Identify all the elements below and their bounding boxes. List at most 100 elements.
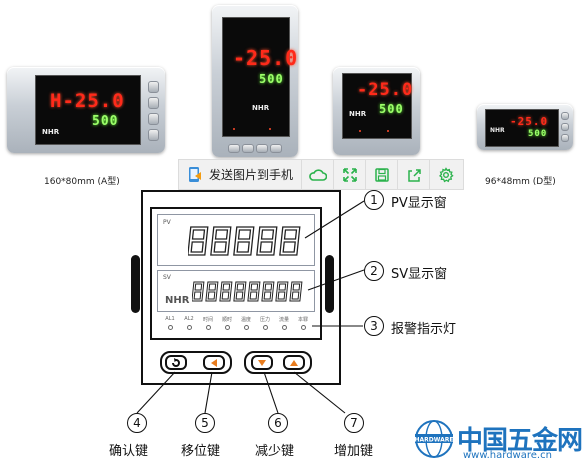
callout-number-3: 3 bbox=[364, 316, 384, 336]
panel-display-frame bbox=[150, 207, 322, 340]
meter-a-sv: 500 bbox=[92, 114, 119, 129]
meter-c-indicator bbox=[359, 130, 361, 132]
shift-key[interactable] bbox=[203, 355, 225, 370]
meter-b-indicator bbox=[233, 128, 235, 130]
settings-button[interactable] bbox=[430, 160, 461, 189]
alarm-indicator-light bbox=[282, 325, 287, 330]
meter-b-button bbox=[256, 144, 268, 153]
meter-b-pv: -25.0 bbox=[233, 46, 299, 70]
decrease-key[interactable] bbox=[251, 355, 273, 370]
confirm-icon bbox=[172, 357, 180, 367]
arrow-down-icon bbox=[258, 359, 266, 366]
meter-a-button bbox=[148, 129, 159, 141]
meter-d-caption: 96*48mm (D型) bbox=[485, 177, 556, 187]
meter-d-sv: 500 bbox=[528, 129, 548, 139]
svg-text:HARDWARE: HARDWARE bbox=[415, 437, 454, 444]
indicator-label: 流量 bbox=[278, 317, 289, 323]
save-icon bbox=[374, 167, 389, 182]
panel-left-grip bbox=[131, 255, 140, 313]
share-button[interactable] bbox=[398, 160, 431, 189]
indicator-label: AL1 bbox=[165, 316, 175, 322]
meter-a-button bbox=[148, 81, 159, 93]
indicator-label: 顺时 bbox=[221, 317, 232, 323]
send-to-phone-button[interactable]: 发送图片到手机 bbox=[179, 160, 303, 189]
meter-c-logo: NHR bbox=[349, 110, 367, 118]
callout-number-1: 1 bbox=[364, 190, 384, 210]
meter-d-pv: -25.0 bbox=[510, 115, 549, 128]
meter-d-screen: -25.0 500 NHR bbox=[485, 109, 559, 147]
arrow-up-icon bbox=[290, 359, 298, 366]
callout-increase-key: 增加键 bbox=[334, 444, 374, 459]
meter-b-image: -25.0 500 NHR bbox=[212, 5, 298, 157]
callout-alarm-lights: 报警指示灯 bbox=[391, 322, 457, 337]
meter-c-screen: -25.0 500 NHR bbox=[342, 73, 412, 139]
meter-a-pv: H-25.0 bbox=[50, 90, 125, 112]
pv-digits bbox=[188, 226, 301, 256]
meter-a-image: H-25.0 500 NHR bbox=[7, 67, 165, 153]
meter-c-image: -25.0 500 NHR bbox=[333, 67, 420, 155]
image-toolbar: 发送图片到手机 bbox=[178, 159, 464, 190]
callout-number-5: 5 bbox=[195, 413, 215, 433]
brand-url: www.hardware.cn bbox=[463, 450, 552, 461]
alarm-indicator-light bbox=[168, 325, 173, 330]
callout-number-7: 7 bbox=[344, 413, 364, 433]
sv-label: SV bbox=[163, 274, 171, 281]
meter-a-screen: H-25.0 500 NHR bbox=[35, 75, 141, 145]
cloud-button[interactable] bbox=[302, 160, 335, 189]
meter-b-logo: NHR bbox=[252, 104, 270, 112]
sv-display-window: SV NHR bbox=[157, 270, 315, 312]
save-button[interactable] bbox=[366, 160, 399, 189]
indicator-label: 温度 bbox=[240, 317, 251, 323]
meter-b-button bbox=[242, 144, 254, 153]
meter-a-button bbox=[148, 97, 159, 109]
send-to-phone-label: 发送图片到手机 bbox=[209, 168, 294, 182]
meter-d-button bbox=[561, 123, 569, 131]
callout-confirm-key: 确认键 bbox=[109, 444, 149, 459]
pv-label: PV bbox=[163, 219, 171, 226]
meter-b-indicator bbox=[269, 128, 271, 130]
sv-digits bbox=[192, 281, 303, 302]
alarm-indicator-light bbox=[244, 325, 249, 330]
panel-logo: NHR bbox=[165, 295, 190, 306]
callout-sv-window: SV显示窗 bbox=[391, 267, 448, 282]
meter-c-pv: -25.0 bbox=[357, 80, 414, 100]
meter-a-button bbox=[148, 113, 159, 125]
alarm-indicator-light bbox=[225, 325, 230, 330]
phone-send-icon bbox=[189, 166, 201, 182]
alarm-indicator-light bbox=[206, 325, 211, 330]
share-icon bbox=[407, 168, 421, 182]
meter-b-button bbox=[270, 144, 282, 153]
increase-key[interactable] bbox=[283, 355, 305, 370]
confirm-key[interactable] bbox=[165, 355, 187, 370]
settings-icon bbox=[438, 166, 454, 182]
callout-number-2: 2 bbox=[364, 261, 384, 281]
callout-decrease-key: 减少键 bbox=[255, 444, 295, 459]
meter-d-button bbox=[561, 112, 569, 120]
panel-right-grip bbox=[325, 255, 334, 313]
meter-c-sv: 500 bbox=[379, 102, 404, 116]
callout-number-6: 6 bbox=[268, 413, 288, 433]
pv-display-window: PV bbox=[157, 214, 315, 266]
meter-d-logo: NHR bbox=[490, 127, 505, 134]
alarm-indicator-light bbox=[301, 325, 306, 330]
expand-button[interactable] bbox=[334, 160, 367, 189]
indicator-label: 本罪 bbox=[297, 317, 308, 323]
meter-a-logo: NHR bbox=[42, 128, 60, 136]
cloud-icon bbox=[308, 168, 327, 181]
meter-b-button bbox=[228, 144, 240, 153]
alarm-indicator-light bbox=[263, 325, 268, 330]
hardware-globe-logo: HARDWARE bbox=[415, 420, 454, 458]
indicator-label: 压力 bbox=[259, 317, 270, 323]
expand-icon bbox=[342, 167, 357, 182]
meter-b-sv: 500 bbox=[259, 72, 284, 86]
meter-d-image: -25.0 500 NHR bbox=[477, 104, 573, 150]
meter-b-screen: -25.0 500 NHR bbox=[222, 17, 297, 137]
callout-number-4: 4 bbox=[127, 413, 147, 433]
meter-c-indicator bbox=[387, 130, 389, 132]
indicator-label: 时间 bbox=[202, 317, 213, 323]
callout-shift-key: 移位键 bbox=[181, 444, 221, 459]
callout-pv-window: PV显示窗 bbox=[391, 196, 447, 211]
meter-a-caption: 160*80mm (A型) bbox=[44, 177, 120, 187]
alarm-indicator-light bbox=[187, 325, 192, 330]
meter-d-button bbox=[561, 134, 569, 142]
